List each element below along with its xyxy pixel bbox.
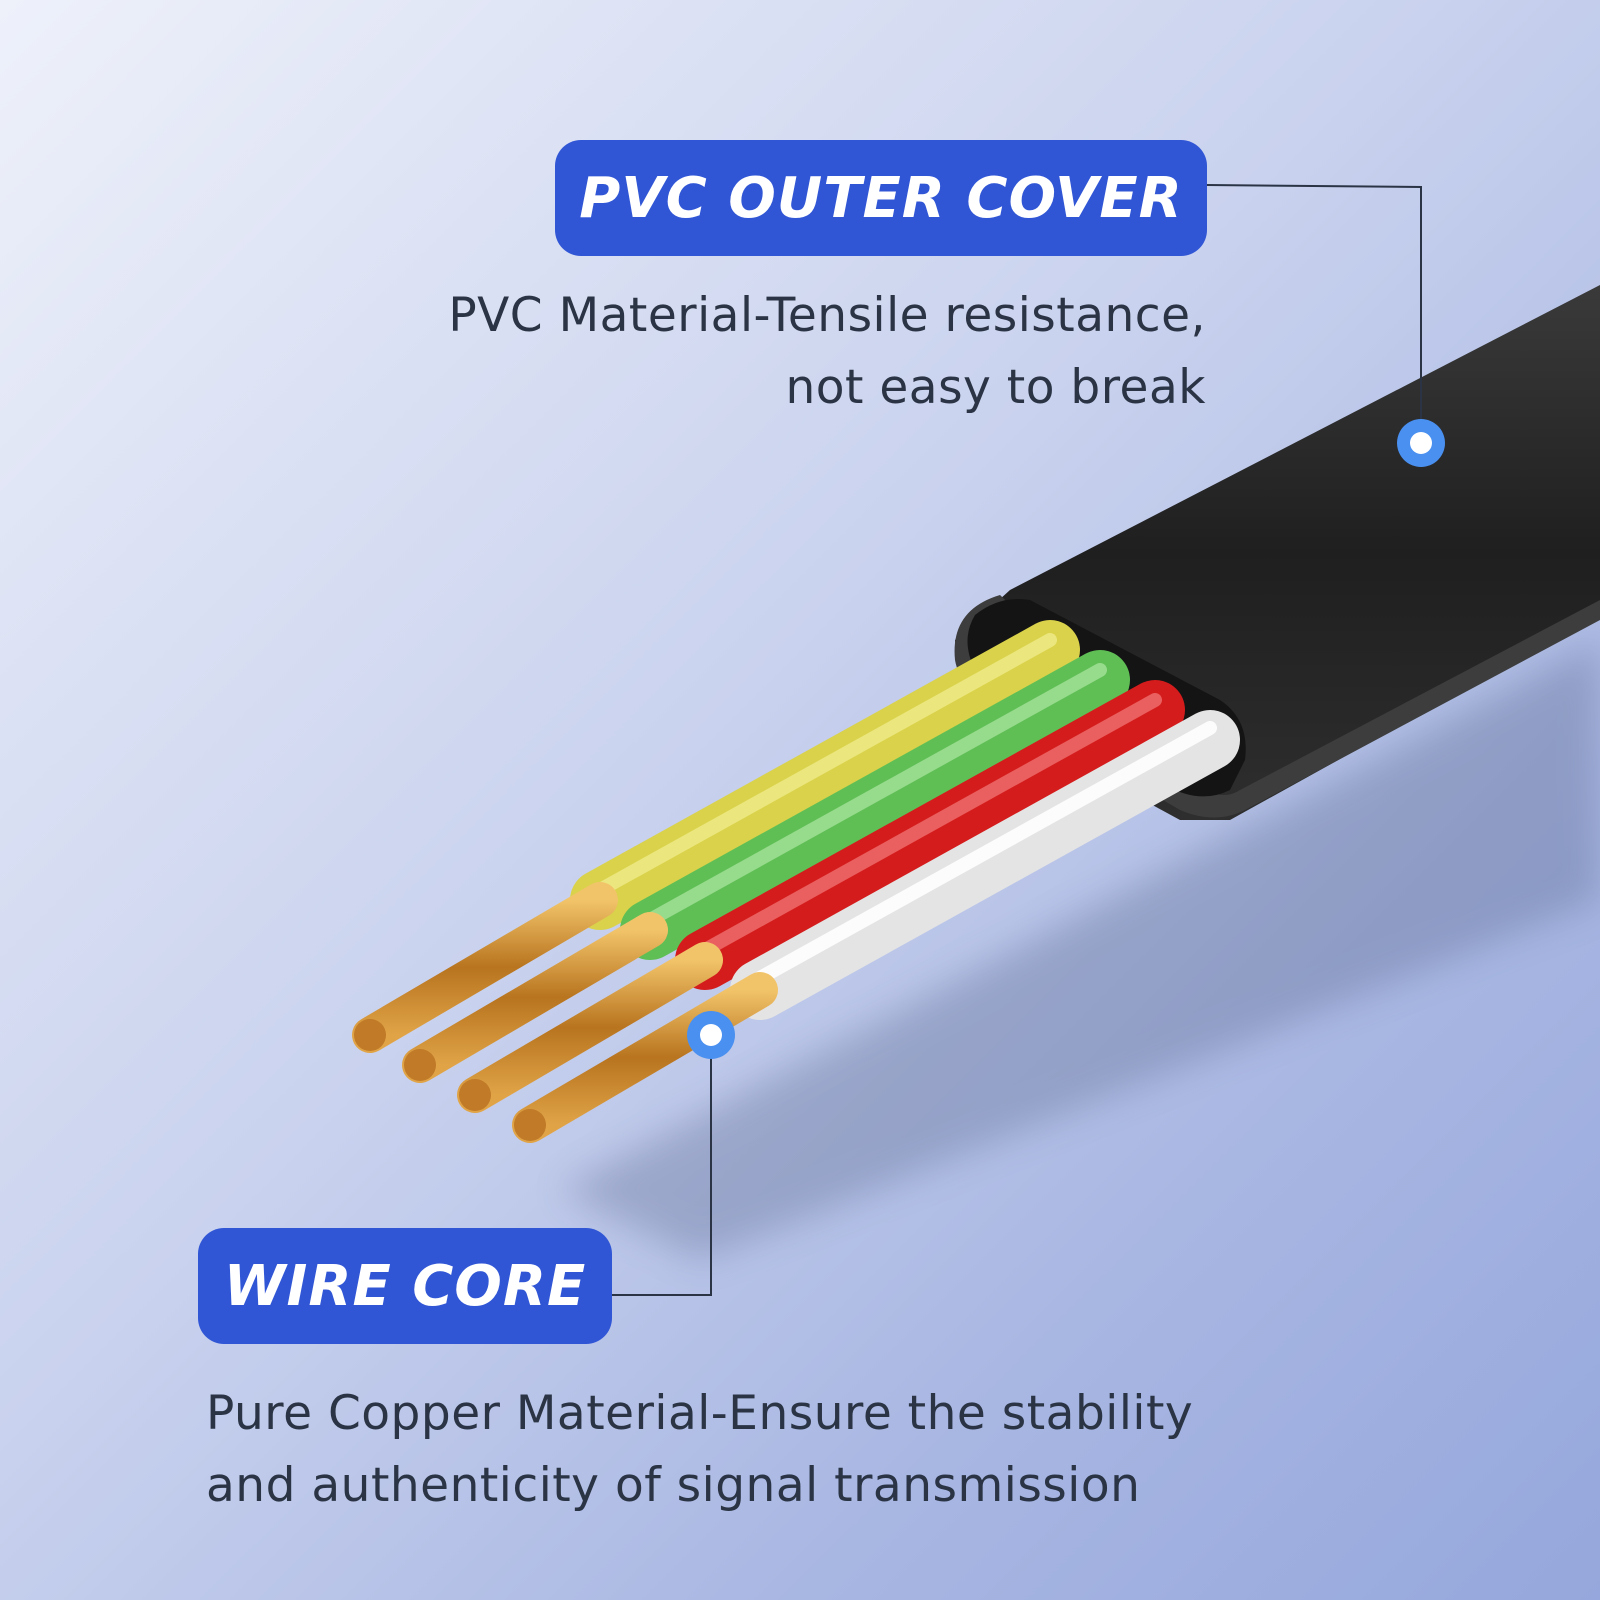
wire-core-leader-line	[612, 1038, 712, 1296]
outer-cover-marker-icon	[1397, 419, 1445, 467]
wire-green	[620, 650, 1130, 960]
cable-shadow	[560, 640, 1600, 1260]
copper-core-1	[352, 882, 618, 1053]
copper-core-2	[402, 912, 668, 1083]
copper-core-4	[512, 972, 778, 1143]
wire-core-title: WIRE CORE	[198, 1228, 612, 1344]
outer-cover-description-line1: PVC Material-Tensile resistance,	[448, 288, 1206, 343]
outer-cover-description: PVC Material-Tensile resistance, not eas…	[306, 280, 1206, 424]
outer-cover-leader-line	[1206, 184, 1422, 430]
wire-core-marker-icon	[687, 1011, 735, 1059]
outer-cover-title: PVC OUTER COVER	[555, 140, 1207, 256]
wire-red	[675, 680, 1185, 990]
wire-core-description: Pure Copper Material-Ensure the stabilit…	[206, 1378, 1406, 1522]
copper-core-3	[457, 942, 723, 1113]
wire-white	[730, 710, 1240, 1020]
wire-core-description-line1: Pure Copper Material-Ensure the stabilit…	[206, 1386, 1194, 1441]
outer-cover-description-line2: not easy to break	[785, 360, 1206, 415]
wire-core-description-line2: and authenticity of signal transmission	[206, 1458, 1141, 1513]
wire-yellow	[570, 620, 1080, 930]
